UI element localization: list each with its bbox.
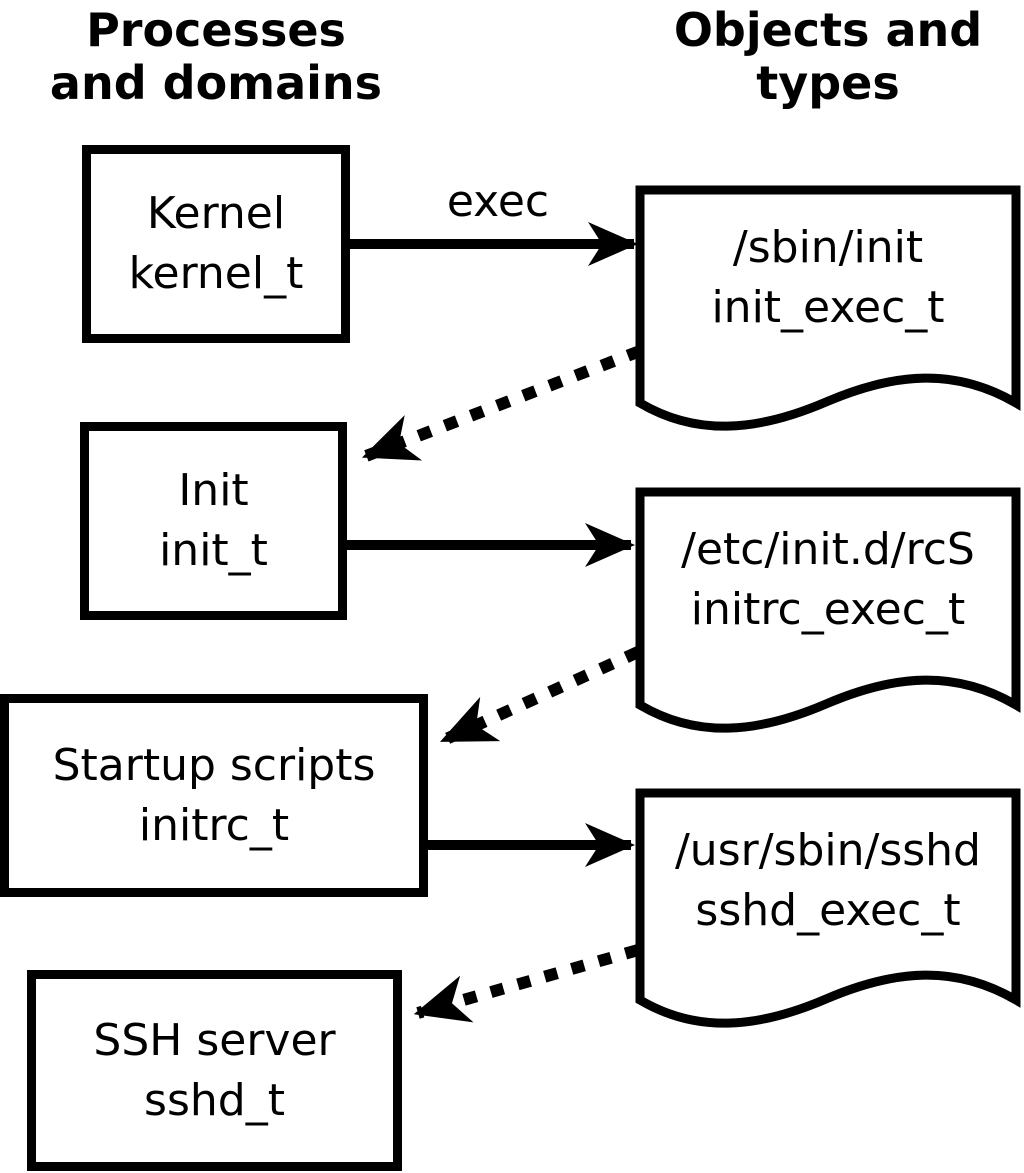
header-line: and domains (49, 56, 383, 110)
object-label-usr-sbin-sshd: /usr/sbin/sshd sshd_exec_t (640, 821, 1016, 941)
document-shape-usr-sbin-sshd (635, 788, 1021, 1028)
object-type: initrc_exec_t (690, 584, 966, 635)
process-domain: sshd_t (144, 1074, 285, 1126)
object-path: /etc/init.d/rcS (681, 524, 975, 575)
document-shape-sbin-init (635, 185, 1021, 431)
process-domain: initrc_t (138, 799, 290, 851)
process-domain: init_t (159, 525, 268, 576)
object-type: sshd_exec_t (695, 885, 961, 936)
object-label-etc-initd-rcs: /etc/init.d/rcS initrc_exec_t (640, 520, 1016, 640)
process-name: Kernel (146, 188, 286, 239)
process-box-ssh-server: SSH server sshd_t (27, 970, 402, 1171)
header-line: Processes (86, 3, 346, 57)
transition-arrow-init-exec-to-init (361, 345, 643, 462)
transition-arrow-sshd-exec-to-sshd (413, 944, 640, 1023)
document-shape-etc-initd-rcs (635, 487, 1021, 733)
object-path: /sbin/init (732, 222, 924, 273)
exec-arrow-label: exec (446, 176, 550, 227)
object-path: /usr/sbin/sshd (674, 825, 981, 876)
object-type: init_exec_t (711, 282, 945, 333)
process-name: SSH server (93, 1014, 336, 1066)
process-name: Init (178, 465, 249, 516)
column-header-processes: Processes and domains (30, 4, 402, 110)
column-header-objects: Objects and types (642, 4, 1014, 110)
process-name: Startup scripts (52, 739, 376, 791)
process-box-kernel: Kernel kernel_t (82, 145, 350, 343)
header-line: types (756, 56, 900, 110)
process-domain: kernel_t (128, 248, 304, 299)
object-label-sbin-init: /sbin/init init_exec_t (640, 218, 1016, 338)
header-line: Objects and (673, 3, 983, 57)
transition-arrow-initrc-exec-to-initrc (439, 646, 641, 746)
process-box-init: Init init_t (80, 422, 347, 620)
process-box-startup-scripts: Startup scripts initrc_t (0, 694, 428, 897)
